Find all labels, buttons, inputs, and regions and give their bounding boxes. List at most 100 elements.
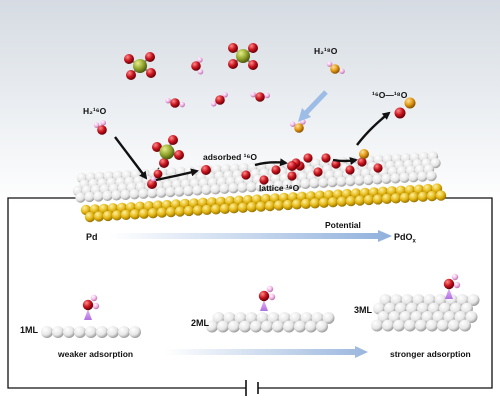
hydrogen-atom [197,68,204,75]
hydrogen-atom [150,176,156,182]
pd-atom [273,180,284,191]
gold-atom [246,201,258,213]
pd-atom [201,184,212,195]
pd-label: Pd [86,232,98,242]
gold-atom [93,211,105,222]
hydrogen-atom [90,294,98,302]
sulfate-ion-icon [124,52,156,80]
oxygen-atom [191,61,201,71]
lattice-oxygen-label: lattice ¹⁶O [259,183,300,193]
pd-atom [96,326,108,338]
adsorption-trend-arrow [165,346,368,358]
gold-atom [210,204,222,215]
gold-atom [354,195,366,206]
pd-atom [322,312,335,324]
pd-atom [63,326,75,338]
lattice-oxygen-atom [303,153,313,163]
pd-atom [219,183,230,194]
pd-surface-slab [72,151,447,223]
hydrogen-atom [453,281,461,289]
pd-atom [228,183,239,194]
pdox-label: PdOx [394,232,417,245]
pd-atom [74,326,86,338]
gold-atom [273,200,285,211]
water-molecule-icon [210,92,228,107]
pd-atom [382,319,394,332]
gold-atom [408,192,420,203]
pd-atom [426,319,438,332]
hydrogen-atom [92,302,100,310]
hydrogen-atom [179,101,185,108]
pd-atom [437,319,449,332]
water-molecule-icon [165,97,185,108]
oxygen-atom [215,95,225,105]
gold-atom [417,191,429,202]
o2-product-label: ¹⁶O—¹⁸O [372,90,408,100]
hydrogen-atom [289,121,296,127]
gold-atom [183,205,195,217]
pd-atom [156,187,167,198]
pd-atom [404,319,416,332]
gold-atom [111,210,123,221]
gold-atom [84,211,96,223]
gold-atom [327,197,339,208]
gold-atom [345,195,357,207]
ml3-label: 3ML [354,305,373,315]
sulfate-ion-icon [152,135,184,168]
oxygen-atom [170,98,180,108]
gold-atom [399,192,411,203]
oxygen-atom [255,92,265,102]
adsorption-bond [260,300,268,311]
pd-atom [354,175,365,186]
gold-atom [390,193,402,204]
pd-atom [371,319,383,332]
ml2-label: 2ML [191,318,210,328]
pd-atom [52,326,64,338]
monolayer-2ml [206,285,335,333]
pd-atom [426,170,437,182]
gold-atom [147,208,159,219]
adsorption-bond [84,309,92,320]
adsorbed-oxygen-atom [201,165,211,175]
weaker-adsorption-label: weaker adsorption [57,349,133,359]
pd-atom [305,320,317,333]
pd-atom [408,172,419,183]
water-16o-label: H₂¹⁶O [83,106,107,116]
pd-atom [415,319,427,332]
pd-atom [309,178,320,189]
pd-atom [336,176,347,187]
lattice-oxygen-atom [287,171,297,181]
hydrogen-atom [165,97,171,104]
oxygen-atom [443,278,455,290]
gold-atom [372,194,384,205]
lattice-oxygen-atom [271,165,281,175]
pd-atom [318,177,329,188]
hydrogen-atom [326,61,333,67]
pd-atom [174,186,185,197]
adsorbed-oxygen-label: adsorbed ¹⁶O [203,152,257,162]
monolayer-3ml [371,273,480,332]
pd-atom [107,326,119,338]
adsorption-bond [445,288,453,299]
pd-atom [300,178,311,189]
pd-atom [192,185,203,196]
gold-atom [201,204,213,215]
pd-atom [147,187,158,199]
adsorbed-oxygen-atom [287,161,297,171]
gold-atom [102,210,114,222]
gold-atom [381,193,393,204]
pd-atom [372,174,383,185]
hydrogen-atom [264,92,270,99]
hydrogen-atom [339,68,345,74]
pd-atom [282,179,293,190]
pd-atom [272,320,284,333]
hydrogen-atom [451,273,459,281]
hydrogen-atom [100,120,106,126]
pd-atom [111,190,122,201]
gold-atom [129,209,141,220]
gold-atom [426,190,438,202]
gold-atom [300,198,312,209]
pd-atom [138,188,149,199]
pd-atom [165,186,176,198]
oxygen-atom [153,169,163,179]
